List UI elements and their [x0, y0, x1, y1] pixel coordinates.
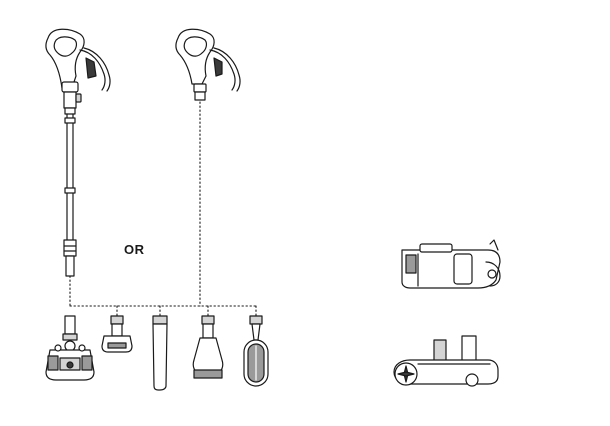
connector-lines [69, 97, 257, 317]
nozzle-side-icon [393, 335, 499, 387]
upholstery-tool-icon [101, 315, 133, 353]
pet-brush-tool-icon [243, 315, 269, 387]
motor-unit-side-icon [401, 239, 501, 289]
floor-nozzle-icon [45, 315, 95, 381]
handle-only-icon [175, 28, 241, 101]
crevice-tool-icon [152, 315, 168, 391]
or-label: OR [124, 242, 145, 257]
wide-brush-tool-icon [192, 315, 224, 379]
handle-with-wand-icon [45, 28, 111, 277]
